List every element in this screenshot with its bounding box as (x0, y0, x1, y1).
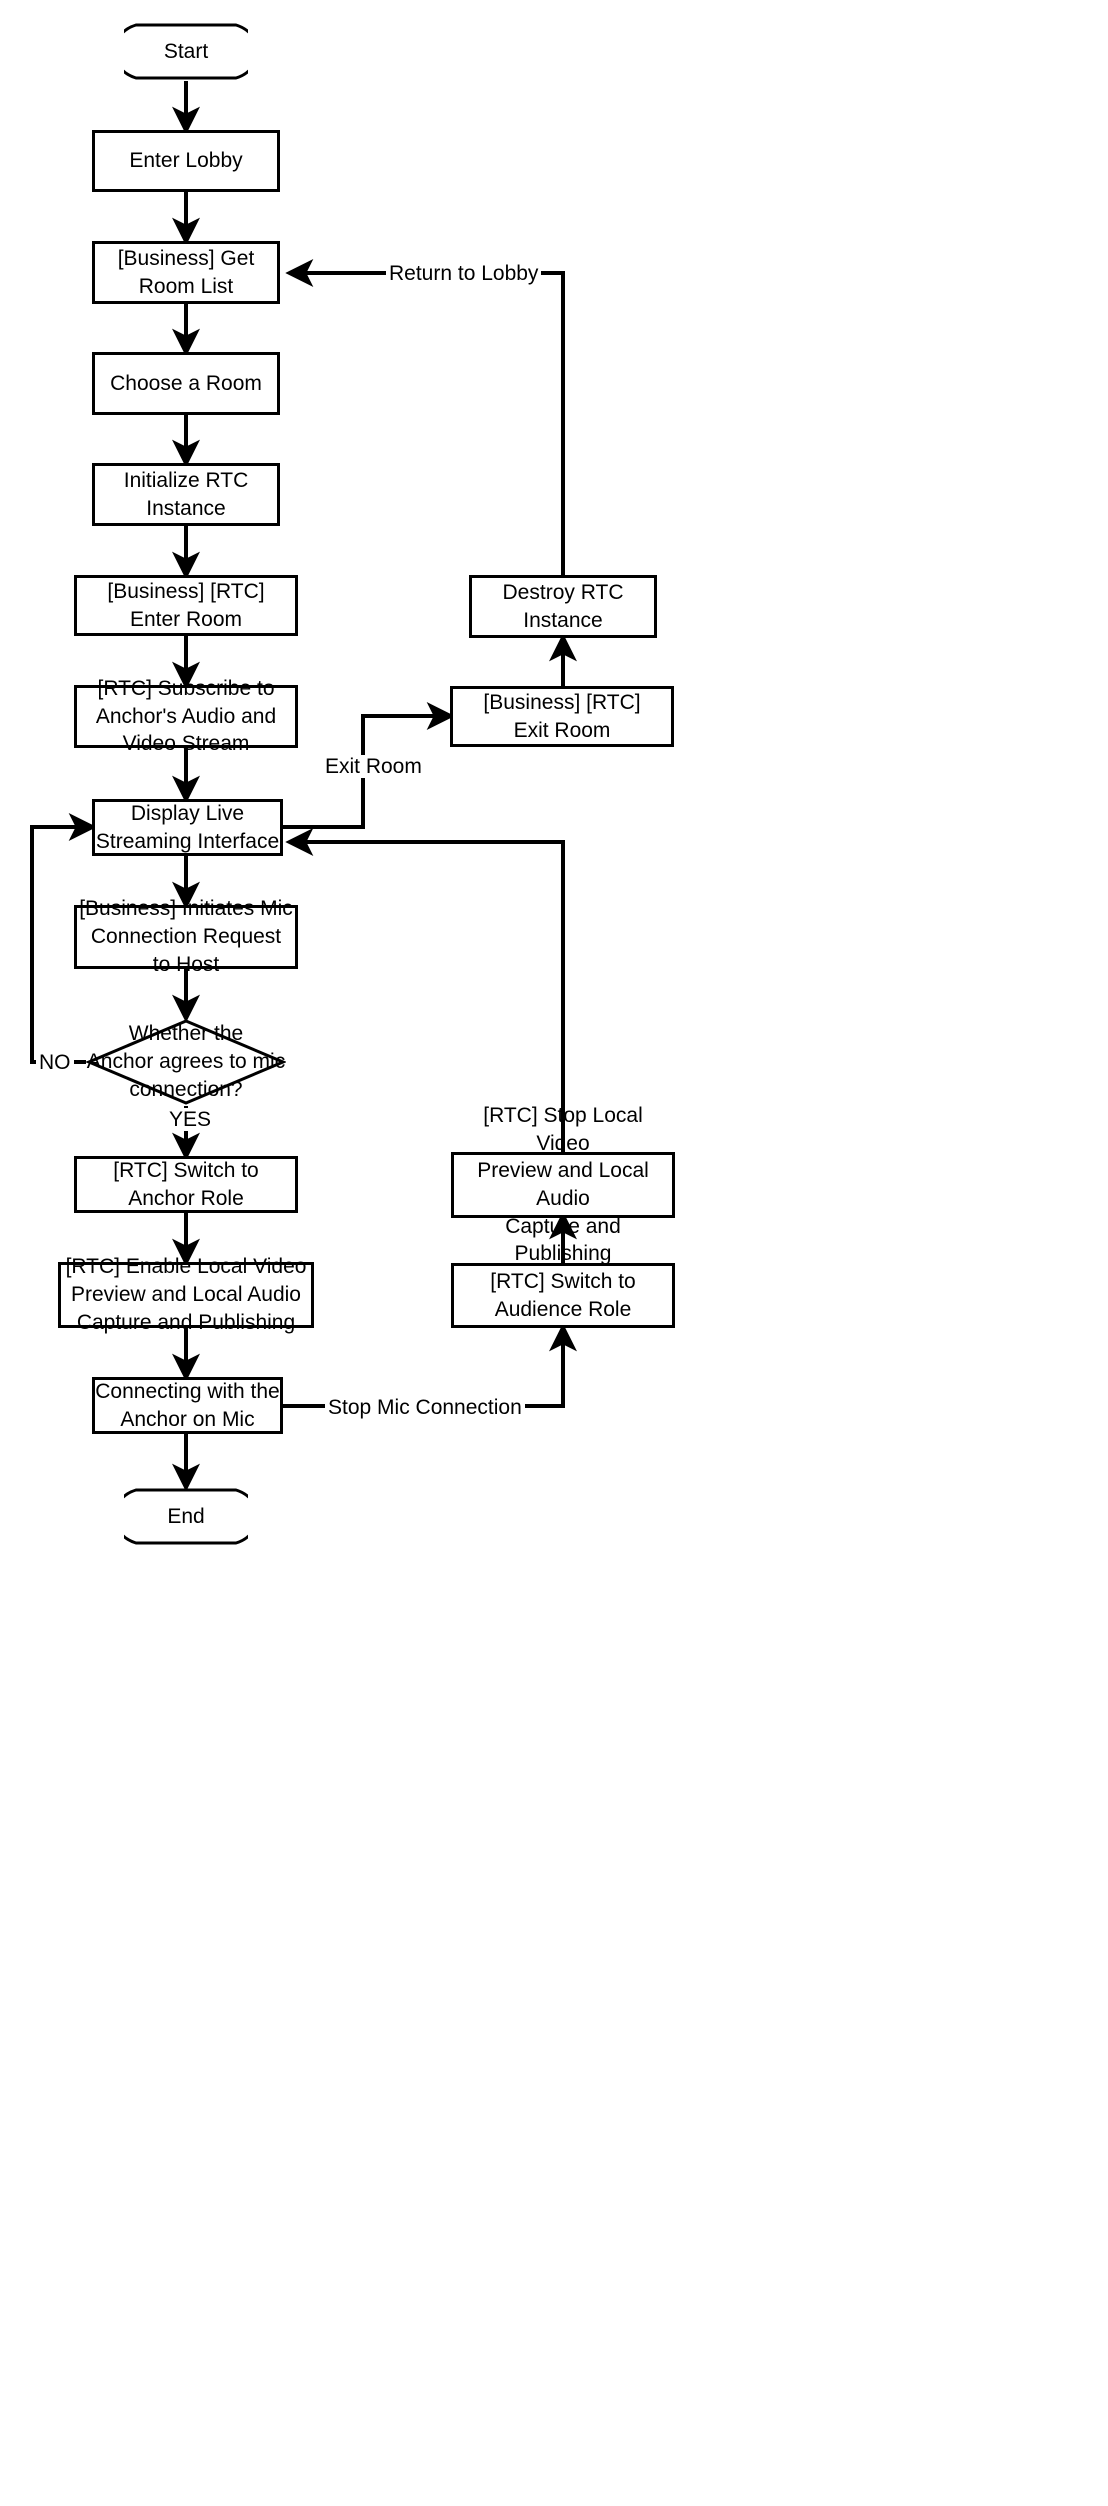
edge-label-no: NO (36, 1051, 74, 1074)
node-display-live-streaming-interface[interactable]: Display Live Streaming Interface (92, 799, 283, 856)
node-initiate-mic-request-label: [Business] Initiates Mic Connection Requ… (79, 897, 293, 976)
node-switch-to-anchor-role-label: [RTC] Switch to Anchor Role (113, 1158, 259, 1210)
node-start[interactable]: Start (124, 22, 248, 81)
node-display-live-streaming-interface-label: Display Live Streaming Interface (95, 801, 280, 853)
node-initialize-rtc-instance-label: Initialize RTC Instance (123, 468, 249, 520)
node-enable-local-capture-label: [RTC] Enable Local Video Preview and Loc… (65, 1255, 307, 1334)
edge-label-return-to-lobby: Return to Lobby (386, 262, 542, 285)
node-start-label: Start (163, 39, 209, 63)
node-switch-to-audience-role-label: [RTC] Switch to Audience Role (490, 1269, 636, 1321)
node-end-label: End (167, 1504, 205, 1528)
node-connecting-with-anchor-label: Connecting with the Anchor on Mic (95, 1379, 280, 1431)
edge-label-yes: YES (166, 1108, 215, 1131)
node-switch-to-audience-role[interactable]: [RTC] Switch to Audience Role (451, 1263, 675, 1328)
node-initialize-rtc-instance[interactable]: Initialize RTC Instance (92, 463, 280, 526)
terminal-shape (124, 23, 248, 80)
edge-label-stop-mic-connection: Stop Mic Connection (325, 1396, 525, 1419)
node-subscribe-stream[interactable]: [RTC] Subscribe to Anchor's Audio and Vi… (74, 677, 298, 755)
node-enter-lobby-label: Enter Lobby (129, 149, 243, 173)
node-destroy-rtc-instance[interactable]: Destroy RTC Instance (469, 575, 657, 638)
node-end[interactable]: End (124, 1487, 248, 1546)
terminal-shape (124, 1488, 248, 1545)
node-subscribe-stream-label: [RTC] Subscribe to Anchor's Audio and Vi… (95, 676, 277, 756)
node-enter-room-label: [Business] [RTC] Enter Room (107, 579, 265, 631)
node-choose-a-room-label: Choose a Room (110, 371, 262, 395)
node-decision-anchor-agrees-label: Whether the Anchor agrees to mic connect… (86, 1022, 286, 1101)
node-enter-lobby[interactable]: Enter Lobby (92, 130, 280, 192)
node-exit-room[interactable]: [Business] [RTC] Exit Room (450, 686, 674, 747)
edge-connecting-to-switch-audience (283, 1323, 577, 1408)
node-choose-a-room[interactable]: Choose a Room (92, 352, 280, 415)
node-stop-local-capture-label: [RTC] Stop Local Video Preview and Local… (477, 1103, 649, 1266)
edge-label-exit-room: Exit Room (322, 755, 425, 778)
node-stop-local-capture[interactable]: [RTC] Stop Local Video Preview and Local… (451, 1104, 675, 1265)
node-initiate-mic-request[interactable]: [Business] Initiates Mic Connection Requ… (74, 897, 298, 976)
decision-shape (86, 1019, 286, 1105)
node-enable-local-capture[interactable]: [RTC] Enable Local Video Preview and Loc… (58, 1255, 314, 1334)
node-get-room-list[interactable]: [Business] Get Room List (92, 241, 280, 304)
edge-destroy-rtc-to-get-room-list (285, 259, 565, 575)
node-get-room-list-label: [Business] Get Room List (117, 246, 255, 298)
node-enter-room[interactable]: [Business] [RTC] Enter Room (74, 575, 298, 636)
node-decision-anchor-agrees[interactable]: Whether the Anchor agrees to mic connect… (86, 1018, 286, 1106)
node-connecting-with-anchor[interactable]: Connecting with the Anchor on Mic (92, 1377, 283, 1434)
node-destroy-rtc-instance-label: Destroy RTC Instance (502, 580, 624, 632)
node-exit-room-label: [Business] [RTC] Exit Room (483, 690, 641, 742)
node-switch-to-anchor-role[interactable]: [RTC] Switch to Anchor Role (74, 1156, 298, 1213)
